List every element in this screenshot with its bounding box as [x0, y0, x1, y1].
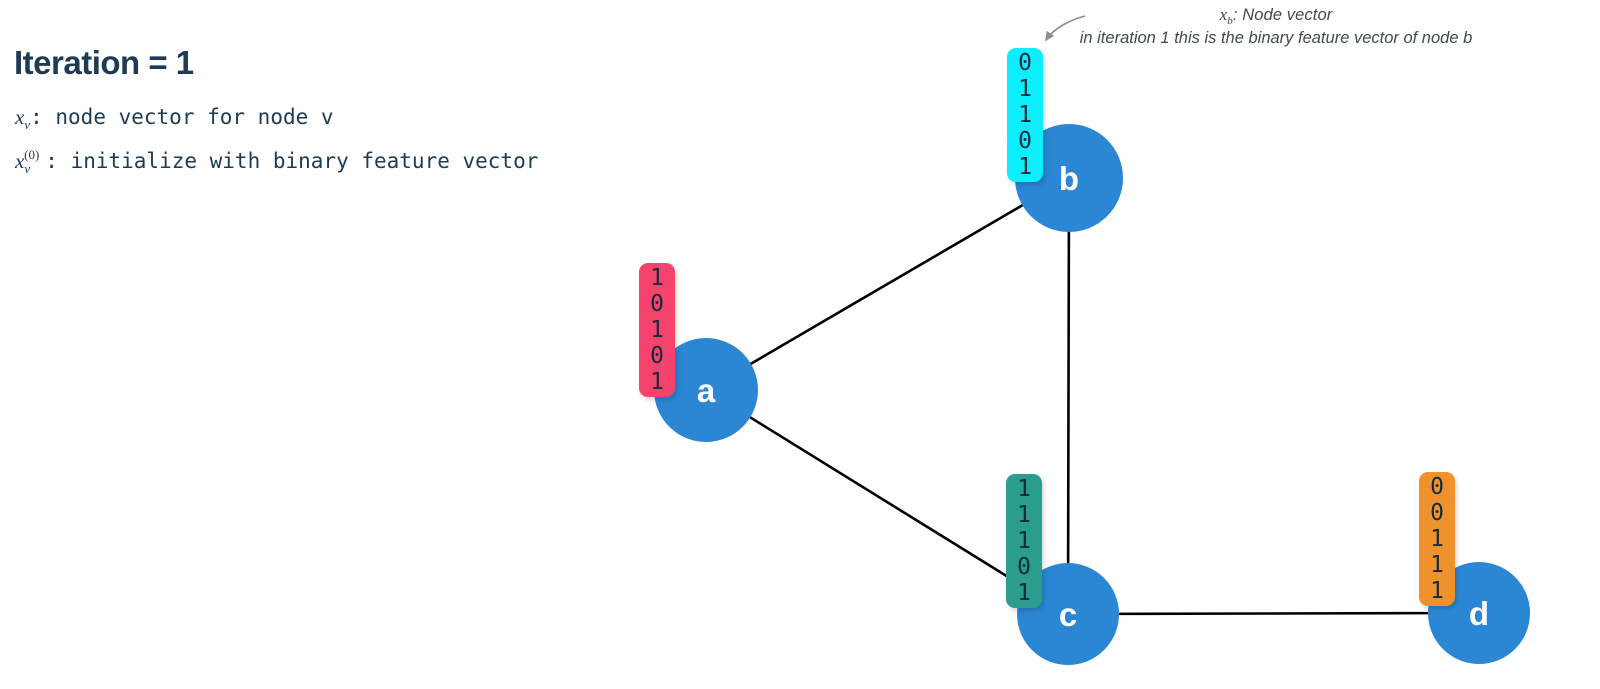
- vector-bit: 1: [1018, 154, 1032, 180]
- graph-edge-c-d: [1115, 611, 1432, 616]
- vector-bit: 0: [1018, 50, 1032, 76]
- vector-bit: 1: [1017, 580, 1031, 606]
- math-base: x: [15, 149, 25, 173]
- vector-bit: 1: [1017, 476, 1031, 502]
- definition-text-1: : node vector for node v: [30, 105, 334, 129]
- vector-bit: 1: [650, 265, 664, 291]
- math-base: x: [1219, 5, 1228, 24]
- edges: [747, 202, 1432, 616]
- vector-bit: 1: [1430, 526, 1444, 552]
- callout-arrow-icon: [1045, 15, 1086, 42]
- annotation-line-1: xb: Node vector: [1016, 4, 1536, 28]
- vector-bit: 1: [650, 369, 664, 395]
- graph-node-label-a: a: [696, 371, 716, 409]
- vector-bit: 1: [650, 317, 664, 343]
- math-superscript: (0): [24, 147, 40, 162]
- graph-edge-a-c: [747, 415, 1028, 590]
- math-symbol-xv0: xv(0): [15, 147, 45, 176]
- vector-bit: 1: [1017, 502, 1031, 528]
- graph-node-label-d: d: [1468, 594, 1490, 632]
- vector-bit: 0: [1018, 128, 1032, 154]
- math-subscript: v: [24, 117, 31, 132]
- annotation-math-xb: xb: [1219, 5, 1233, 27]
- math-subscript: v: [24, 161, 31, 176]
- math-symbol-xv: xv: [15, 105, 31, 132]
- vector-bit: 1: [1430, 578, 1444, 604]
- vector-bit: 0: [1430, 500, 1444, 526]
- annotation-callout: xb: Node vector in iteration 1 this is t…: [1016, 4, 1536, 49]
- math-base: x: [15, 105, 25, 129]
- annotation-line-2: in iteration 1 this is the binary featur…: [1079, 29, 1473, 47]
- graph-edge-a-b: [747, 202, 1026, 367]
- definition-line-2: xv(0): initialize with binary feature ve…: [15, 147, 539, 176]
- vector-bit: 1: [1017, 528, 1031, 554]
- definition-line-1: xv: node vector for node v: [15, 104, 334, 132]
- math-subscript: b: [1227, 15, 1233, 27]
- vector-bit: 0: [1017, 554, 1031, 580]
- graph-node-label-c: c: [1058, 595, 1078, 633]
- vector-bit: 1: [1430, 552, 1444, 578]
- vector-bit: 0: [650, 291, 664, 317]
- graph-edge-b-c: [1066, 228, 1071, 567]
- vector-bit: 0: [650, 343, 664, 369]
- vector-bit: 1: [1018, 76, 1032, 102]
- graph-node-label-b: b: [1058, 159, 1080, 197]
- annotation-line-1-text: : Node vector: [1232, 6, 1333, 24]
- page-title: Iteration = 1: [14, 44, 194, 81]
- definition-text-2: : initialize with binary feature vector: [45, 149, 539, 173]
- vector-bit: 0: [1430, 474, 1444, 500]
- vector-bit: 1: [1018, 102, 1032, 128]
